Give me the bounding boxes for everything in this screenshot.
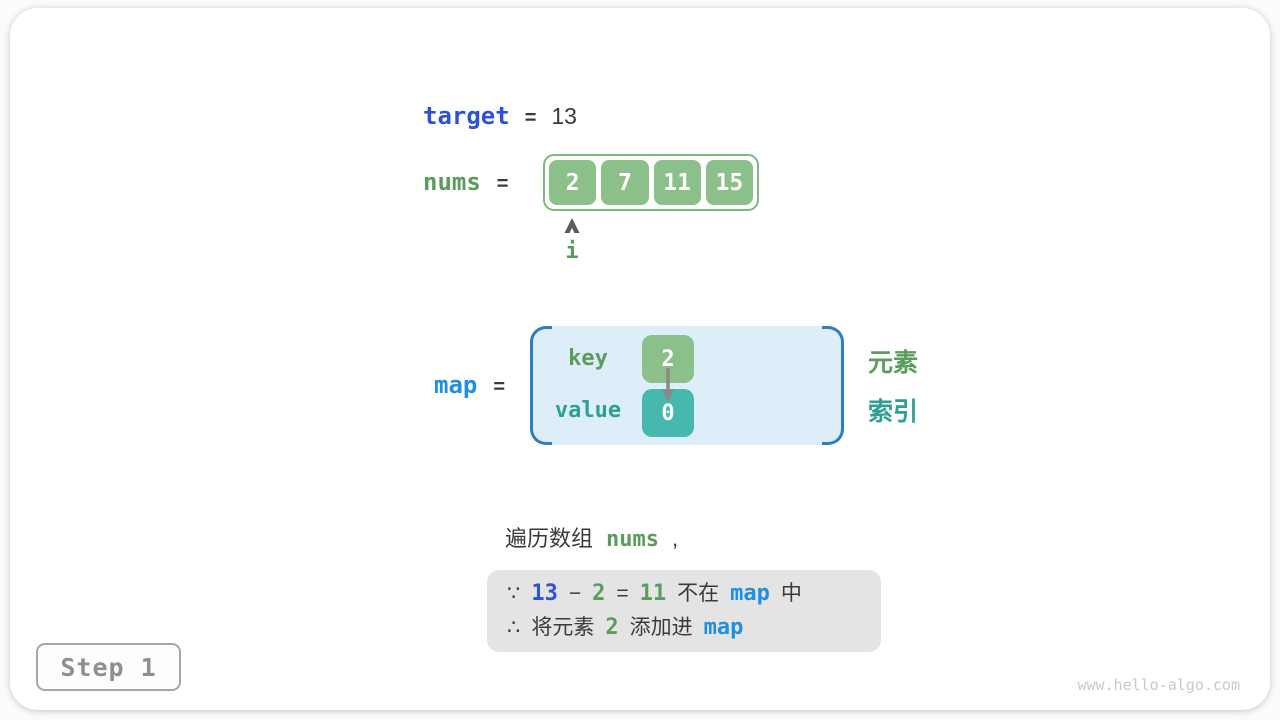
array-cell: 2 [549, 160, 597, 205]
map-label: map [434, 371, 478, 399]
array-cell: 7 [601, 160, 649, 205]
text-token: 不在 [677, 582, 720, 605]
text-token: 将元素 [531, 616, 595, 639]
target-label: target [423, 102, 510, 130]
watermark-url: www.hello-algo.com [1077, 676, 1240, 694]
step-badge: Step 1 [36, 643, 181, 691]
nums-label: nums [423, 168, 481, 196]
map-equals-sign: = [493, 376, 506, 398]
caption-line: 遍历数组 nums, [505, 521, 678, 553]
target-assignment: target = 13 [423, 102, 577, 130]
text-token: , [672, 526, 679, 551]
text-token: ∵ [507, 582, 521, 605]
text-token: 2 [605, 615, 619, 640]
reasoning-box: ∵ 13−2 = 11 不在 map 中 ∴ 将元素 2 添加进 map [487, 570, 881, 652]
text-token: 添加进 [629, 616, 693, 639]
text-token: 11 [639, 581, 667, 606]
map-container: key value 2 0 [530, 326, 844, 445]
key-to-value-arrow-icon [662, 368, 674, 403]
pointer-up-arrow-icon [564, 218, 580, 233]
text-token: − [568, 582, 582, 605]
element-annotation: 元素 [868, 349, 919, 377]
text-token: map [730, 581, 770, 606]
reasoning-line-1: ∵ 13−2 = 11 不在 map 中 [507, 577, 861, 611]
text-token: 2 [592, 581, 606, 606]
map-bracket-right [822, 326, 844, 445]
map-value-label: value [554, 398, 622, 423]
reasoning-line-2: ∴ 将元素 2 添加进 map [507, 611, 861, 645]
map-bracket-left [530, 326, 552, 445]
text-token: nums [606, 527, 659, 552]
text-token: 中 [780, 582, 802, 605]
nums-equals-sign: = [496, 173, 509, 195]
index-annotation: 索引 [868, 398, 919, 426]
text-token: = [616, 582, 629, 605]
text-token: map [703, 615, 744, 640]
index-pointer-label: i [565, 239, 579, 264]
target-value: 13 [551, 103, 577, 129]
map-key-label: key [568, 346, 608, 371]
text-token: 13 [531, 581, 558, 606]
array-cell: 15 [705, 160, 753, 205]
map-assignment: map = [434, 371, 505, 399]
target-equals-sign: = [524, 107, 537, 129]
nums-assignment: nums = [423, 168, 508, 196]
text-token: 遍历数组 [505, 526, 594, 551]
text-token: ∴ [507, 616, 521, 639]
map-key-cell: 2 [642, 335, 694, 383]
array-cell: 11 [653, 160, 701, 205]
step-badge-label: Step 1 [60, 652, 157, 682]
